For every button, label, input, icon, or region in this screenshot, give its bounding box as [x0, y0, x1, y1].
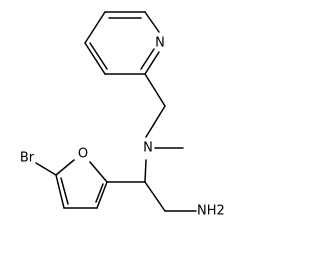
chemical-structure: N N O Br NH2 [20, 11, 225, 219]
pyridine-ring [84, 11, 160, 75]
furan-oxygen-label: O [78, 147, 88, 162]
bond [144, 73, 166, 107]
primary-amine-label: NH2 [197, 204, 225, 219]
ring-nitrogen-label: N [155, 36, 165, 51]
bond [84, 11, 106, 44]
bond [55, 159, 75, 176]
furan-ring [55, 159, 108, 209]
bond [96, 181, 108, 209]
bond [144, 159, 147, 183]
bond [145, 105, 166, 138]
bromine-label: Br [20, 151, 35, 166]
amine-nitrogen-label: N [143, 141, 153, 156]
bond [95, 183, 104, 203]
bond [84, 42, 106, 75]
bond [89, 42, 108, 70]
bond [144, 11, 160, 33]
bond [89, 161, 108, 183]
bond [144, 181, 166, 212]
bond [144, 51, 160, 75]
bond [55, 174, 65, 209]
bond [60, 177, 69, 205]
bond [140, 48, 155, 70]
bond [35, 162, 57, 176]
